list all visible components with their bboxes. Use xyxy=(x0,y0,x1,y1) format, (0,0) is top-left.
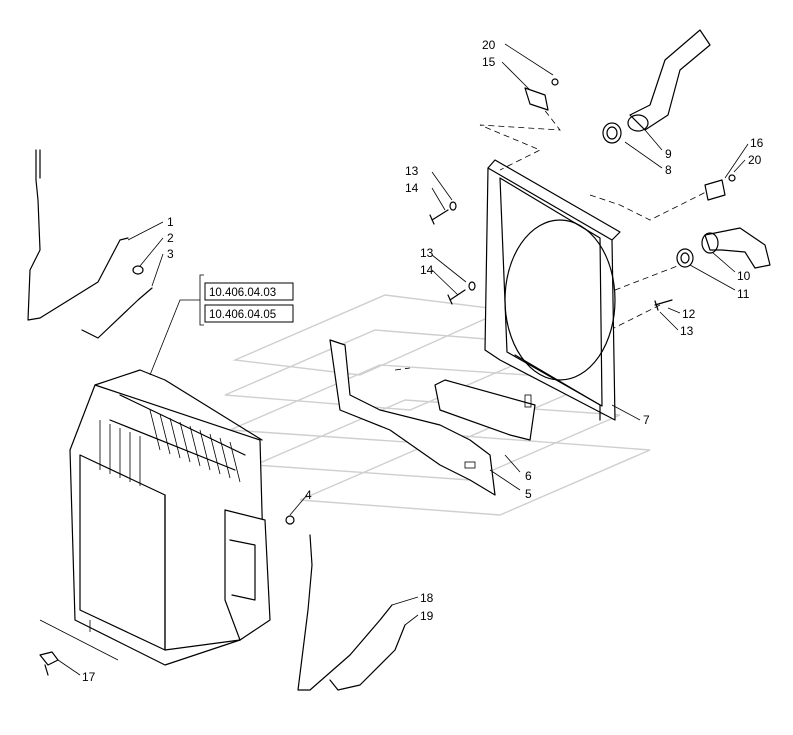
clip-bracket-15[interactable] xyxy=(524,78,559,111)
reference-labels: 10.406.04.03 10.406.04.05 xyxy=(149,274,294,376)
hose-clamp-lower[interactable] xyxy=(676,248,694,268)
radiator-fins xyxy=(99,409,241,486)
callout-4[interactable]: 4 xyxy=(305,488,312,502)
fan-shroud[interactable] xyxy=(484,159,621,421)
radiator-assembly[interactable] xyxy=(69,369,271,666)
callout-5[interactable]: 5 xyxy=(525,487,532,501)
callout-20-a[interactable]: 20 xyxy=(482,38,496,52)
callout-13-a[interactable]: 13 xyxy=(405,164,419,178)
reference-label-1[interactable]: 10.406.04.03 xyxy=(204,282,294,301)
callout-6[interactable]: 6 xyxy=(525,469,532,483)
coolant-pipe-19[interactable] xyxy=(329,624,406,691)
callout-14-b[interactable]: 14 xyxy=(420,263,434,277)
callout-13-b[interactable]: 13 xyxy=(420,246,434,260)
clip-bracket-16[interactable] xyxy=(704,174,736,201)
callout-1[interactable]: 1 xyxy=(167,215,174,229)
callout-7[interactable]: 7 xyxy=(643,413,650,427)
callout-3[interactable]: 3 xyxy=(167,247,174,261)
callout-13-c[interactable]: 13 xyxy=(680,324,694,338)
svg-text:10.406.04.05: 10.406.04.05 xyxy=(209,309,276,321)
callout-numbers: 1 2 3 4 5 6 7 8 9 10 11 12 13 13 13 14 1… xyxy=(82,38,764,684)
coolant-pipe-1[interactable] xyxy=(27,149,129,321)
callout-17[interactable]: 17 xyxy=(82,670,96,684)
coolant-pipe-3[interactable] xyxy=(81,265,153,339)
callout-20-b[interactable]: 20 xyxy=(748,153,762,167)
svg-text:10.406.04.03: 10.406.04.03 xyxy=(209,287,276,299)
callout-19[interactable]: 19 xyxy=(420,609,434,623)
callout-8[interactable]: 8 xyxy=(665,163,672,177)
callout-9[interactable]: 9 xyxy=(665,147,672,161)
reference-label-2[interactable]: 10.406.04.05 xyxy=(204,304,294,323)
upper-hose[interactable] xyxy=(627,29,711,132)
callout-12[interactable]: 12 xyxy=(682,307,696,321)
hose-clamp-upper[interactable] xyxy=(602,122,622,144)
callout-15[interactable]: 15 xyxy=(482,55,496,69)
callout-10[interactable]: 10 xyxy=(737,269,751,283)
callout-16[interactable]: 16 xyxy=(750,136,764,150)
lower-hose[interactable] xyxy=(701,227,771,269)
callout-leaders xyxy=(39,43,749,676)
callout-11[interactable]: 11 xyxy=(737,287,750,301)
drain-valve[interactable] xyxy=(39,651,59,676)
coolant-pipe-18[interactable] xyxy=(297,534,393,691)
callout-2[interactable]: 2 xyxy=(167,231,174,245)
callout-14-a[interactable]: 14 xyxy=(405,181,419,195)
callout-18[interactable]: 18 xyxy=(420,591,434,605)
bracket-plates[interactable] xyxy=(329,339,536,496)
